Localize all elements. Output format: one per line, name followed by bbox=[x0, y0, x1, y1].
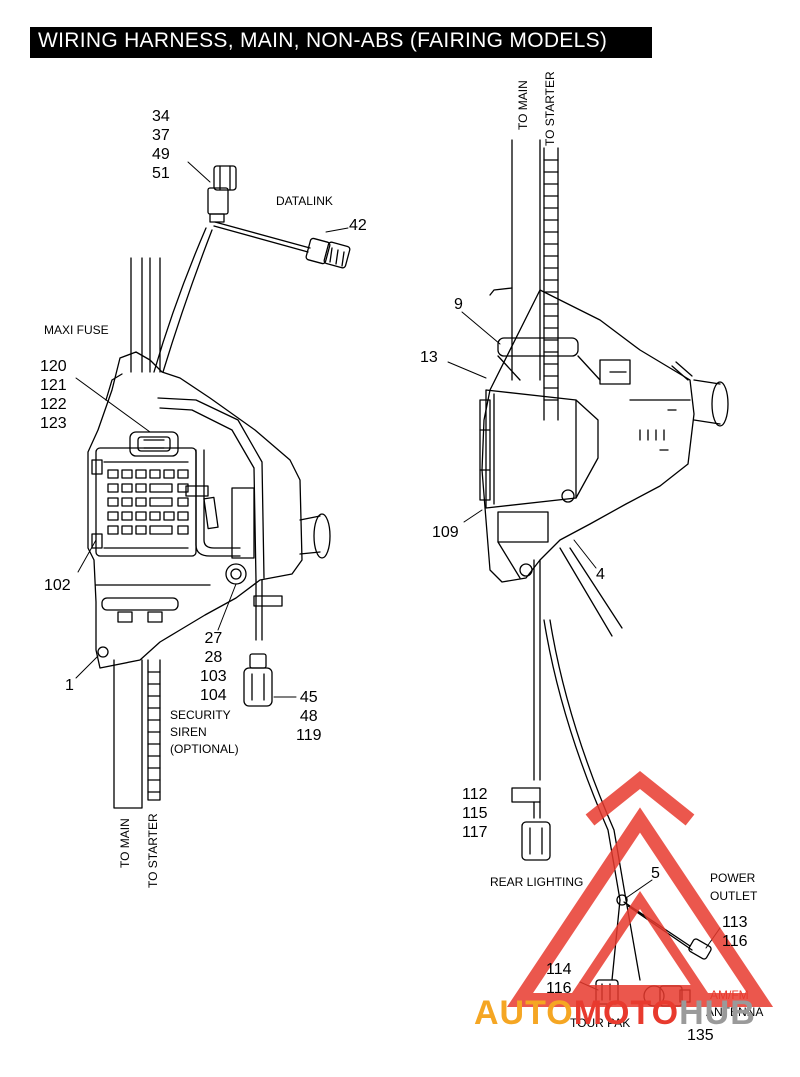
fuse-block bbox=[91, 447, 197, 557]
label-to-main-right: TO MAIN bbox=[516, 80, 530, 130]
label-ref-102: 102 bbox=[44, 577, 71, 594]
datalink-connector-icon bbox=[305, 237, 351, 269]
label-tour-pak: TOUR PAK bbox=[570, 1016, 631, 1030]
label-ref-13: 13 bbox=[420, 349, 438, 366]
connector-34-icon bbox=[207, 165, 237, 223]
label-rear-lighting: REAR LIGHTING bbox=[490, 875, 584, 889]
label-datalink: DATALINK bbox=[276, 194, 333, 208]
watermark-text: AUTOMOTOHUB bbox=[474, 994, 756, 1033]
watermark-moto: MOTO bbox=[573, 994, 680, 1032]
label-maxi-fuse: MAXI FUSE bbox=[44, 323, 109, 337]
label-ref-42: 42 bbox=[349, 217, 367, 234]
page-title: WIRING HARNESS, MAIN, NON-ABS (FAIRING M… bbox=[38, 29, 608, 52]
label-ref-4: 4 bbox=[596, 566, 605, 583]
label-ref-9: 9 bbox=[454, 296, 463, 313]
power-outlet-connector-icon bbox=[688, 938, 712, 960]
right-harness-assembly bbox=[479, 139, 729, 1007]
label-refs-113: 113 116 bbox=[722, 914, 748, 950]
label-power-outlet: POWER OUTLET bbox=[710, 871, 758, 903]
label-ref-135: 135 bbox=[687, 1027, 714, 1044]
watermark-auto: AUTO bbox=[474, 994, 574, 1032]
left-leaders bbox=[75, 161, 349, 698]
label-fuse-refs: 120 121 122 123 bbox=[40, 358, 67, 432]
label-to-starter-left: TO STARTER bbox=[146, 813, 160, 888]
label-refs-112: 112 115 117 bbox=[462, 786, 488, 841]
left-harness-assembly bbox=[87, 165, 351, 809]
rear-lighting-clip bbox=[511, 787, 541, 803]
rear-lighting-connector-icon bbox=[521, 821, 551, 861]
title-bar bbox=[30, 27, 652, 58]
label-ref-5: 5 bbox=[651, 865, 660, 882]
relay-icon bbox=[225, 563, 247, 585]
label-security-siren: SECURITY SIREN (OPTIONAL) bbox=[170, 708, 239, 756]
label-to-starter-right: TO STARTER bbox=[543, 71, 557, 146]
label-refs-114: 114 116 bbox=[546, 961, 572, 997]
wire-clip bbox=[253, 595, 283, 607]
label-antenna: ANTENNA bbox=[706, 1005, 764, 1019]
watermark-logo bbox=[506, 771, 774, 1007]
label-refs-45: 45 48 119 bbox=[296, 689, 322, 744]
siren-connector-icon bbox=[243, 653, 273, 707]
label-ref-109: 109 bbox=[432, 524, 459, 541]
label-am-fm: AM/FM bbox=[710, 988, 749, 1002]
label-to-main-left: TO MAIN bbox=[118, 818, 132, 868]
maxi-fuse-icon bbox=[129, 431, 179, 457]
label-connector-refs: 34 37 49 51 bbox=[152, 108, 170, 182]
label-refs-27: 27 28 103 104 bbox=[200, 630, 227, 704]
label-ref-1: 1 bbox=[65, 677, 74, 694]
watermark-hub: HUB bbox=[679, 994, 756, 1032]
